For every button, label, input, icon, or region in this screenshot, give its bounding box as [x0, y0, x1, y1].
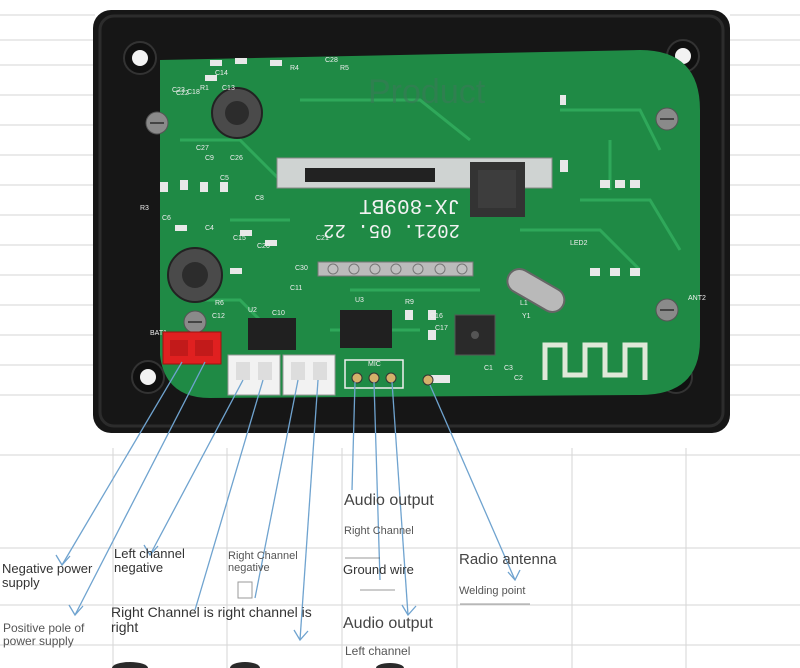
header-pins	[317, 261, 474, 277]
component-code: MIC	[368, 361, 381, 368]
component-code: C2	[514, 375, 523, 382]
component-code: C3	[504, 365, 513, 372]
label-left-channel: Left channel	[345, 644, 411, 658]
speaker-connectors	[227, 354, 336, 396]
leader-lines	[55, 361, 521, 642]
chip-u2	[248, 318, 296, 350]
component-code: C1	[484, 365, 493, 372]
component-code: C20	[257, 243, 270, 250]
component-code: Y1	[522, 313, 531, 320]
smd-components	[160, 58, 640, 383]
component-code: C8	[255, 195, 264, 202]
label-right-channel-negative: Right Channel negative	[228, 550, 298, 575]
label-ground-wire: Ground wire	[343, 562, 414, 577]
label-positive-power-supply: Positive pole of power supply	[3, 621, 85, 649]
component-code: R6	[215, 300, 224, 307]
board-date-silkscreen: 2021. 05. 22	[323, 219, 460, 241]
component-code: C14	[215, 70, 228, 77]
component-code: C23	[172, 87, 185, 94]
component-code: C26	[230, 155, 243, 162]
component-code: U2	[248, 307, 257, 314]
component-code: BAT1	[150, 330, 167, 337]
component-code: C16	[430, 313, 443, 320]
component-code: C28	[325, 57, 338, 64]
pcb-screws	[145, 107, 679, 334]
component-code: C11	[290, 285, 302, 292]
component-code: R1	[200, 85, 209, 92]
label-left-channel-negative: Left channel negative	[114, 546, 185, 576]
board-watermark: Product	[368, 73, 486, 111]
component-code: LED2	[570, 240, 588, 247]
label-negative-power-supply: Negative power supply	[2, 561, 93, 591]
component-code: C6	[162, 215, 171, 222]
component-code: R3	[140, 205, 149, 212]
power-connector	[162, 331, 222, 365]
label-right-channel-is-right: Right Channel is right channel is right	[111, 604, 312, 636]
component-code: C4	[205, 225, 214, 232]
component-code: C5	[220, 175, 229, 182]
label-welding-point: Welding point	[459, 585, 526, 597]
component-code: C13	[222, 85, 235, 92]
label-radio-antenna: Radio antenna	[459, 551, 557, 568]
inductors	[167, 87, 263, 303]
pcb-board	[160, 50, 700, 398]
board-model-silkscreen: JX-809BT	[359, 193, 460, 216]
background-grid	[0, 14, 800, 668]
component-code: C18	[187, 89, 200, 96]
label-audio-output-1: Audio output	[344, 492, 434, 509]
component-code: U3	[355, 297, 364, 304]
component-code: C17	[435, 325, 448, 332]
crystal-oscillator	[506, 268, 566, 313]
label-right-channel: Right Channel	[344, 525, 414, 537]
case-inner-edge	[98, 14, 725, 428]
component-code: R4	[290, 65, 299, 72]
component-code: C10	[272, 310, 285, 317]
component-code: R9	[405, 299, 414, 306]
chip-u3	[340, 310, 392, 348]
component-code: C27	[196, 145, 209, 152]
component-code: ANT2	[688, 295, 706, 302]
component-code: R5	[340, 65, 349, 72]
faint-marks	[237, 557, 530, 605]
component-code: C21	[316, 235, 329, 242]
label-audio-output-2: Audio output	[343, 615, 433, 632]
component-code: C22	[176, 90, 189, 97]
component-code: L1	[520, 300, 528, 307]
bottom-dark-shapes	[112, 662, 404, 668]
component-code: C9	[205, 155, 214, 162]
antenna-pad	[422, 374, 434, 386]
pcb-antenna	[542, 342, 648, 380]
component-code: C30	[295, 265, 308, 272]
component-code: C12	[212, 313, 225, 320]
component-code: C15	[233, 235, 246, 242]
